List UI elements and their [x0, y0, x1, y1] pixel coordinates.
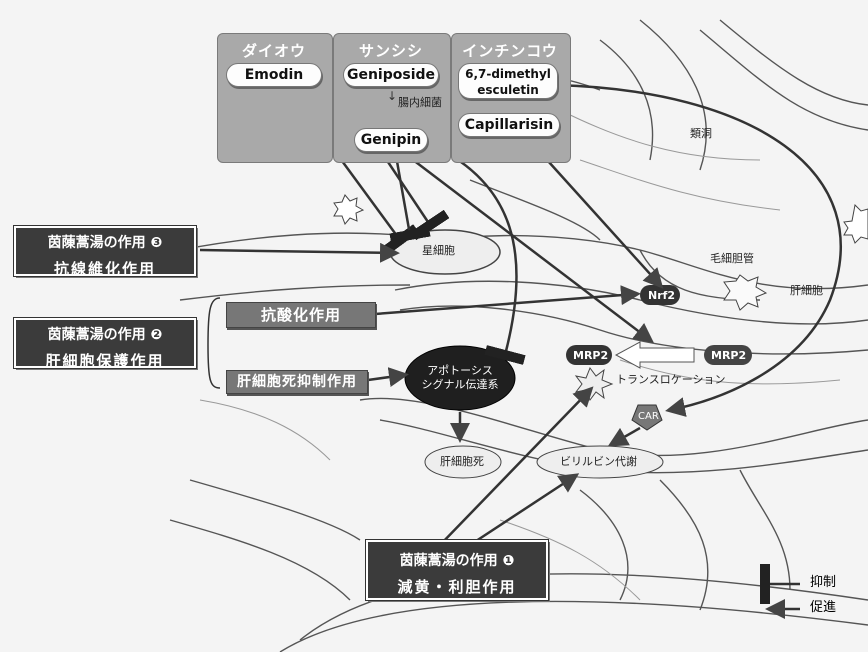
compound-emodin: Emodin — [226, 63, 322, 87]
car-label: CAR — [638, 411, 659, 422]
effect-3-title: 茵蔯蒿湯の作用 ❸ — [47, 235, 163, 251]
compound-dimethylesculetin-line1: 6,7-dimethyl — [465, 67, 551, 81]
effect-3-name: 抗線維化作用 — [53, 260, 156, 278]
compound-capillarisin: Capillarisin — [458, 113, 560, 137]
action-anti-cell-death: 肝細胞死抑制作用 — [226, 370, 368, 394]
effect-1-box: 茵蔯蒿湯の作用 ❶ 減黄・利胆作用 — [365, 539, 549, 601]
herb-title-inchinkou: インチンコウ — [462, 42, 558, 60]
conversion-arrow-icon: ↓ — [387, 89, 398, 103]
intestinal-bacteria-label: 腸内細菌 — [398, 96, 442, 109]
bile-canaliculus-label: 毛細胆管 — [710, 252, 754, 265]
herb-box-daiou — [217, 33, 333, 163]
action-antioxidant: 抗酸化作用 — [226, 302, 376, 328]
apoptosis-label-line1: アポトーシス — [427, 364, 493, 377]
effect-2-box: 茵蔯蒿湯の作用 ❷ 肝細胞保護作用 — [13, 317, 197, 370]
effect-2-name: 肝細胞保護作用 — [45, 352, 165, 370]
compound-dimethylesculetin-line2: esculetin — [477, 83, 539, 97]
legend-promote-label: 促進 — [810, 600, 837, 615]
apoptosis-label-line2: シグナル伝達系 — [421, 378, 499, 391]
compound-genipin: Genipin — [354, 128, 428, 152]
nrf2-label: Nrf2 — [648, 289, 676, 302]
hepatocyte-label: 肝細胞 — [790, 284, 823, 297]
compound-geniposide: Geniposide — [343, 63, 439, 87]
translocation-label: トランスロケーション — [616, 373, 726, 386]
apoptosis-label: アポトーシス シグナル伝達系 — [405, 364, 515, 392]
herb-title-daiou: ダイオウ — [241, 42, 306, 60]
bilirubin-label: ビリルビン代謝 — [560, 455, 637, 468]
sinusoid-label: 類洞 — [690, 127, 712, 140]
effect-1-title: 茵蔯蒿湯の作用 ❶ — [399, 553, 515, 569]
compound-dimethylesculetin: 6,7-dimethyl esculetin — [458, 63, 558, 99]
effect-3-box: 茵蔯蒿湯の作用 ❸ 抗線維化作用 — [13, 225, 197, 278]
mrp2-left-label: MRP2 — [573, 349, 609, 362]
effect-2-title: 茵蔯蒿湯の作用 ❷ — [47, 327, 163, 343]
legend-inhibit-label: 抑制 — [810, 575, 837, 590]
mrp2-right-label: MRP2 — [711, 349, 747, 362]
cell-death-label: 肝細胞死 — [440, 455, 484, 468]
herb-title-sanshishi: サンシシ — [358, 42, 423, 60]
stellate-cell-label: 星細胞 — [422, 244, 455, 257]
effect-1-name: 減黄・利胆作用 — [397, 578, 517, 596]
